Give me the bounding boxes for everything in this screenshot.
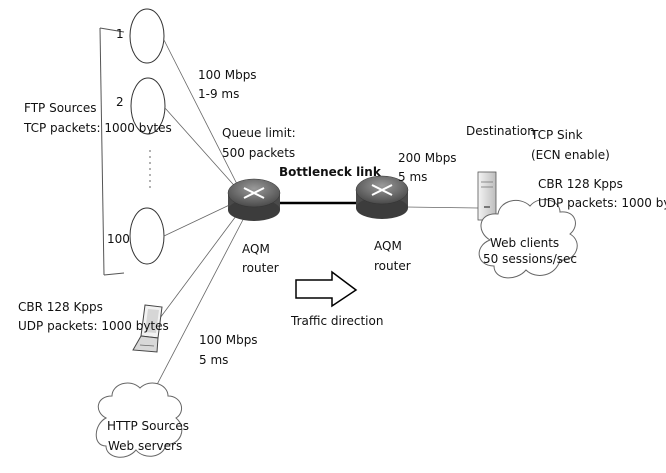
- queue-limit-label: Queue limit:: [222, 126, 296, 140]
- http-sources-subtitle: Web servers: [108, 439, 182, 453]
- cbr-source-packets: UDP packets: 1000 bytes: [18, 319, 169, 333]
- ftp-link-delay: 1-9 ms: [198, 87, 239, 101]
- ftp-sources-title: FTP Sources: [24, 101, 97, 115]
- ecn-label: (ECN enable): [531, 148, 610, 162]
- traffic-direction-label: Traffic direction: [290, 314, 383, 328]
- http-link-delay: 5 ms: [199, 353, 228, 367]
- tcp-sink-label: TCP Sink: [530, 128, 583, 142]
- dest-link-bandwidth: 200 Mbps: [398, 151, 457, 165]
- dest-cbr-title: CBR 128 Kpps: [538, 177, 623, 191]
- cbr-source-title: CBR 128 Kpps: [18, 300, 103, 314]
- dest-cbr-packets: UDP packets: 1000 bytes: [538, 196, 666, 210]
- destination-title: Destination: [466, 124, 535, 138]
- left-router-label-line1: AQM: [242, 242, 270, 256]
- ftp-source-node-100: [129, 207, 165, 265]
- ftp-source-node-1: [129, 8, 165, 64]
- ftp-link-bandwidth: 100 Mbps: [198, 68, 257, 82]
- right-router-label-line2: router: [374, 259, 411, 273]
- ftp-group-bracket: [99, 27, 125, 276]
- http-sources-title: HTTP Sources: [107, 419, 189, 433]
- right-aqm-router-icon: [355, 175, 409, 219]
- http-sources-cloud-icon: [95, 382, 183, 458]
- ftp-node-1-label: 1: [116, 27, 124, 41]
- traffic-direction-arrow-icon: [295, 270, 358, 308]
- laptop-icon: [132, 304, 163, 353]
- http-link-bandwidth: 100 Mbps: [199, 333, 258, 347]
- ftp-packets-label: TCP packets: 1000 bytes: [23, 121, 172, 135]
- web-clients-cloud-icon: [478, 198, 578, 279]
- right-router-label-line1: AQM: [374, 239, 402, 253]
- dest-link-delay: 5 ms: [398, 170, 427, 184]
- ftp-node-2-label: 2: [116, 95, 124, 109]
- bottleneck-link-label: Bottleneck link: [279, 165, 382, 179]
- destination-server-icon: [477, 171, 497, 221]
- access-links: [149, 39, 248, 399]
- left-aqm-router-icon: [227, 178, 281, 221]
- ftp-node-100-label: 100: [107, 232, 130, 246]
- web-clients-title: Web clients: [490, 236, 559, 250]
- queue-limit-value: 500 packets: [222, 146, 295, 160]
- left-router-label-line2: router: [242, 261, 279, 275]
- web-clients-rate: 50 sessions/sec: [483, 252, 577, 266]
- destination-link: [405, 206, 479, 209]
- ftp-source-node-2: [130, 77, 166, 135]
